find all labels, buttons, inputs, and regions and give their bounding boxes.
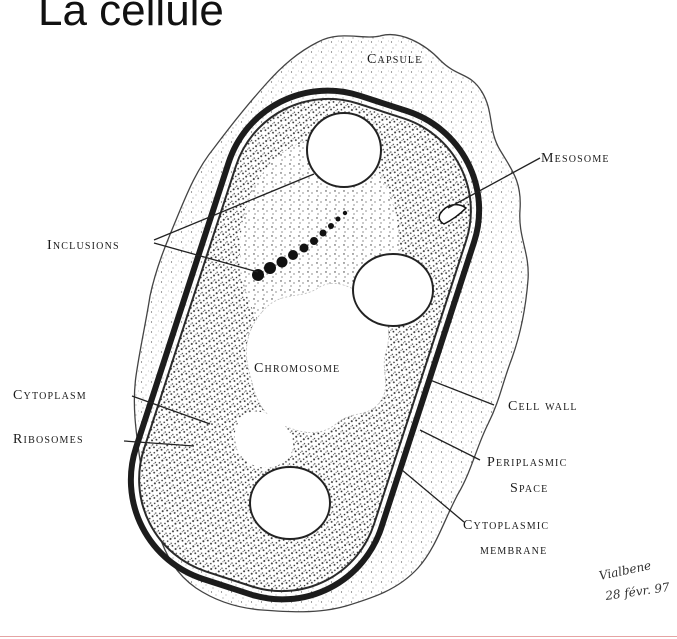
label-ribosomes: Ribosomes [13, 432, 84, 447]
signature: Vialbene 28 févr. 97 [598, 558, 671, 603]
bottom-divider [0, 636, 677, 637]
label-mesosome: Mesosome [541, 151, 610, 166]
label-periplasmic-line1: Periplasmic [487, 455, 567, 470]
label-periplasmic-line2: Space [510, 481, 548, 496]
signature-date: 28 févr. 97 [603, 580, 670, 603]
label-cytoplasm: Cytoplasm [13, 388, 87, 403]
label-cytoplasmic-line2: membrane [480, 543, 547, 558]
label-chromosome: Chromosome [254, 361, 340, 376]
label-capsule: Capsule [367, 52, 423, 67]
inclusion-top [307, 113, 381, 187]
inclusion-bottom [250, 467, 330, 539]
signature-name: Vialbene [598, 558, 653, 583]
label-cytoplasmic-line1: Cytoplasmic [463, 518, 549, 533]
label-cell-wall: Cell wall [508, 399, 578, 414]
label-inclusions: Inclusions [47, 238, 120, 253]
inclusion-middle [353, 254, 433, 326]
